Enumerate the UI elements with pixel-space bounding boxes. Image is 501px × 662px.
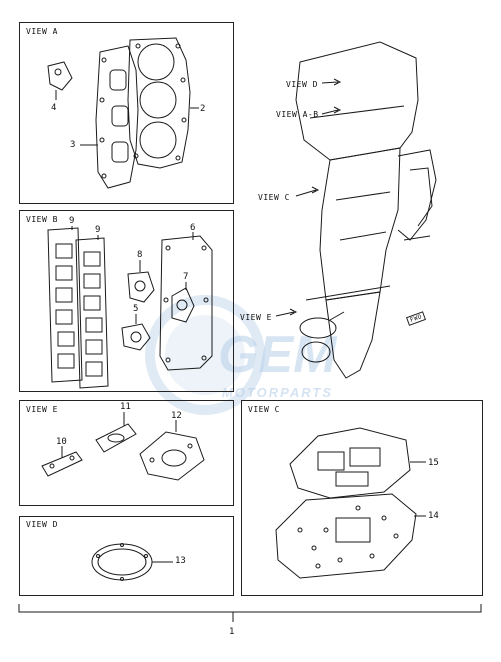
panel-view-a bbox=[19, 22, 234, 204]
panel-view-d-title: VIEW D bbox=[26, 520, 58, 529]
arrow-view-e bbox=[275, 308, 298, 317]
engine-label-view-c: VIEW C bbox=[258, 193, 290, 202]
gasket-9a-drawing bbox=[47, 226, 83, 383]
engine-label-view-e: VIEW E bbox=[240, 313, 272, 322]
callout-8: 8 bbox=[137, 250, 143, 260]
arrow-view-d bbox=[321, 78, 342, 86]
callout-7: 7 bbox=[183, 272, 189, 282]
gasket-10-drawing bbox=[41, 451, 83, 477]
panel-view-c bbox=[241, 400, 483, 596]
panel-view-c-title: VIEW C bbox=[248, 405, 280, 414]
callout-10: 10 bbox=[56, 437, 67, 447]
plate-14-drawing bbox=[275, 493, 417, 579]
callout-3: 3 bbox=[70, 140, 76, 150]
arrow-view-c bbox=[295, 186, 320, 197]
gasket-5-drawing bbox=[121, 323, 151, 351]
gasket-9b-drawing bbox=[75, 235, 109, 389]
plate-12-drawing bbox=[139, 431, 205, 481]
gasket-15-drawing bbox=[289, 427, 411, 499]
engine-label-view-d: VIEW D bbox=[286, 80, 318, 89]
panel-view-e bbox=[19, 400, 234, 506]
gasket-4-drawing bbox=[47, 61, 73, 91]
callout-15: 15 bbox=[428, 458, 439, 468]
assembly-bracket bbox=[18, 604, 482, 622]
watermark-sub: MOTORPARTS bbox=[222, 385, 334, 400]
gasket-8-drawing bbox=[127, 271, 155, 303]
callout-2: 2 bbox=[200, 104, 206, 114]
engine-label-view-ab: VIEW A-B bbox=[276, 110, 319, 119]
panel-view-d bbox=[19, 516, 234, 596]
panel-view-e-title: VIEW E bbox=[26, 405, 58, 414]
gasket-6-drawing bbox=[159, 235, 213, 371]
callout-14: 14 bbox=[428, 511, 439, 521]
callout-5: 5 bbox=[133, 304, 139, 314]
head-gasket-2-drawing bbox=[127, 37, 191, 169]
callout-13: 13 bbox=[175, 556, 186, 566]
callout-9a: 9 bbox=[69, 216, 75, 226]
gasket-3-drawing bbox=[95, 45, 139, 189]
outboard-motor-drawing bbox=[295, 41, 437, 379]
callout-11: 11 bbox=[120, 402, 131, 412]
gasket-11-drawing bbox=[95, 423, 137, 453]
panel-view-b bbox=[19, 210, 234, 392]
gasket-7-drawing bbox=[171, 287, 195, 323]
callout-12: 12 bbox=[171, 411, 182, 421]
panel-view-a-title: VIEW A bbox=[26, 27, 58, 36]
callout-4: 4 bbox=[51, 103, 57, 113]
callout-6: 6 bbox=[190, 223, 196, 233]
arrow-view-ab bbox=[321, 106, 342, 115]
callout-assembly-1: 1 bbox=[229, 627, 235, 637]
watermark-brand: GEM bbox=[218, 326, 337, 384]
panel-view-b-title: VIEW B bbox=[26, 215, 58, 224]
callout-9b: 9 bbox=[95, 225, 101, 235]
